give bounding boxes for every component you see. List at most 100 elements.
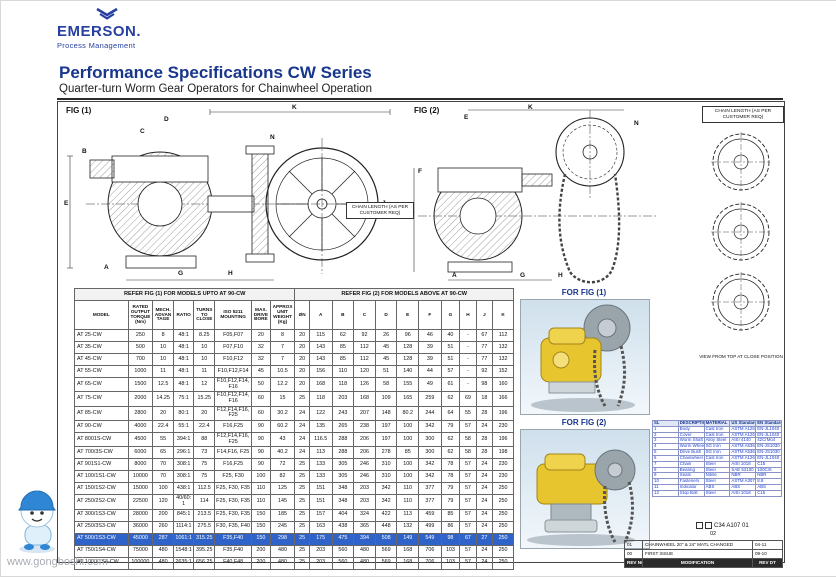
table-cell: 110 (251, 494, 271, 510)
table-cell: 15.25 (193, 391, 216, 407)
table-cell: 132 (492, 353, 514, 366)
table-cell: 549 (418, 532, 442, 546)
table-cell: 230 (492, 470, 514, 484)
dimension-label: A (452, 272, 457, 279)
table-cell: 12 (652, 490, 679, 497)
rev-dt-label: REV DT (752, 558, 783, 568)
column-header: US Standard (729, 420, 757, 427)
table-cell: 28 (475, 432, 494, 448)
table-cell: 24 (475, 520, 494, 534)
table-cell: 25 (294, 520, 310, 534)
table-cell: 168 (353, 391, 376, 407)
table-cell: - (459, 376, 477, 393)
table-cell: F05,F07 (214, 329, 253, 342)
table-cell: 25 (294, 556, 310, 570)
table-cell: 24 (475, 470, 494, 484)
table-cell: 85 (331, 353, 355, 366)
table-cell: 475 (331, 532, 355, 546)
table-cell: 150 (251, 532, 271, 546)
column-header: RATIO (172, 300, 195, 330)
column-header: K (492, 300, 514, 330)
table-cell: 45 (374, 353, 398, 366)
table-cell: 09-10 (752, 549, 783, 559)
table-cell: 20 (294, 353, 310, 366)
fig1-chain-note: CHAIN LENGTH (AS PER CUSTOMER REQ) (346, 202, 414, 220)
drawing-number: C34 A107 01 02 (696, 522, 749, 537)
table-cell: 57 (459, 458, 477, 472)
table-cell: 75 (193, 470, 216, 484)
fig1-render-drawing (521, 300, 649, 414)
table-cell: 310 (374, 470, 398, 484)
table-cell: 569 (374, 556, 398, 570)
table-cell: 109 (374, 391, 398, 407)
table-cell: 100 (396, 458, 420, 472)
table-cell: 243 (331, 405, 355, 422)
table-cell: 20 (294, 376, 310, 393)
table-cell: 4500 (127, 432, 154, 448)
table-cell: 10 (193, 353, 216, 366)
table-cell: Worm Shaft (677, 437, 705, 445)
table-cell: 348 (331, 482, 355, 496)
table-cell: 04-11 (752, 540, 783, 550)
dimension-label: N (634, 120, 639, 127)
dimension-label: N (270, 134, 275, 141)
doc-no-text: C34 A107 01 (714, 523, 749, 530)
table-cell: 100 (396, 420, 420, 434)
table-cell: 79 (440, 482, 461, 496)
table-cell: 342 (374, 494, 398, 510)
table-cell: F35,F40 (214, 532, 253, 546)
table-cell: 78 (440, 470, 461, 484)
table-cell: AT 75-CW (74, 391, 129, 407)
table-cell: 112 (492, 329, 514, 342)
table-cell: 365 (353, 520, 376, 534)
table-cell: 300 (418, 432, 442, 448)
table-cell: 85 (396, 446, 420, 460)
column-header: MATERIAL (703, 420, 731, 427)
column-header: EN Standard (755, 420, 782, 427)
table-cell: 230 (492, 458, 514, 472)
dimension-label: B (82, 148, 87, 155)
table-cell: F10,F12 (214, 353, 253, 366)
table-cell: 90 (251, 446, 271, 460)
table-cell: 166 (492, 391, 514, 407)
table-cell: AT 8001S-CW (74, 432, 129, 448)
table-cell: 48:1 (172, 329, 195, 342)
table-cell: 110 (396, 494, 420, 510)
band-fig2: REFER FIG (2) FOR MODELS ABOVE AT 90-CW (294, 288, 514, 301)
table-cell: 62 (440, 391, 461, 407)
column-header: APPROX UNIT WEIGHT (Kg) (269, 300, 296, 330)
emerson-chevron-icon (95, 7, 119, 26)
table-cell: 48:1 (172, 341, 195, 354)
table-cell: 24 (294, 405, 310, 422)
table-cell: 64 (440, 405, 461, 422)
table-cell: CHAINWHEEL 20" & 24" MATL CHANGED (642, 540, 753, 550)
table-cell: 168 (396, 556, 420, 570)
table-cell: 259 (418, 391, 442, 407)
table-cell: 90 (251, 432, 271, 448)
